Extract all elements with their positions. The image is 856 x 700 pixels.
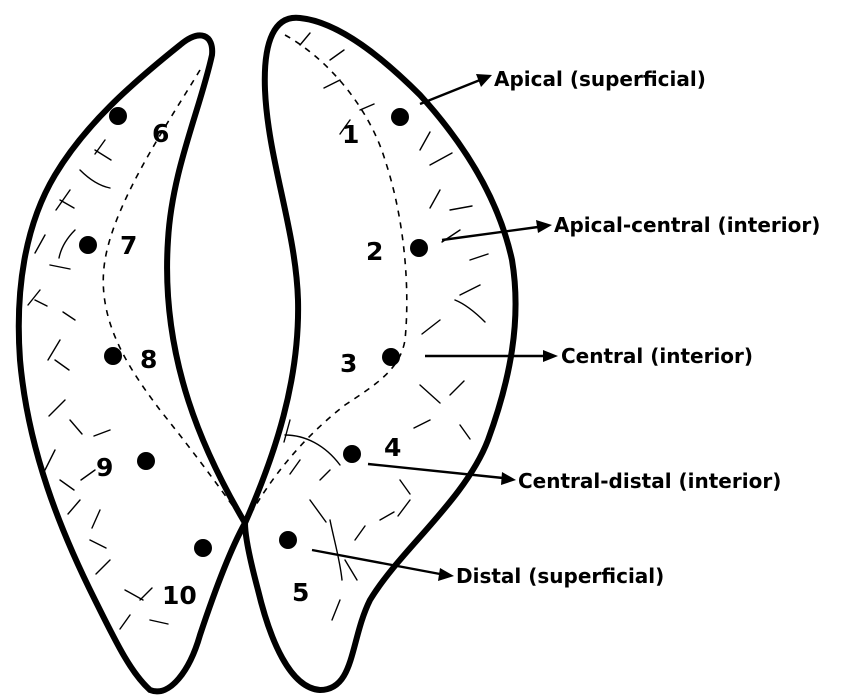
sample-point-7: 7 [79, 231, 137, 260]
arrow-apical [420, 80, 480, 104]
left-lobe-outline [19, 35, 245, 691]
callout-apical: Apical (superficial) [420, 67, 706, 104]
sample-dot-5 [279, 531, 297, 549]
sample-point-2: 2 [366, 237, 428, 266]
sample-number-9: 9 [96, 453, 113, 482]
sample-point-4: 4 [343, 433, 401, 463]
callout-distal: Distal (superficial) [312, 550, 664, 588]
sample-point-9: 9 [96, 452, 155, 482]
sample-dot-1 [391, 108, 409, 126]
sample-number-6: 6 [152, 119, 169, 148]
sample-dot-8 [104, 347, 122, 365]
right-lobe [245, 18, 516, 690]
sample-point-5: 5 [279, 531, 309, 607]
left-lobe-midrib [103, 70, 245, 523]
label-central: Central (interior) [561, 344, 753, 368]
sample-points: 1 2 3 4 5 6 7 8 [79, 107, 428, 610]
sample-number-10: 10 [162, 581, 197, 610]
label-central-distal: Central-distal (interior) [518, 469, 781, 493]
sample-point-6: 6 [109, 107, 169, 148]
sample-dot-3 [382, 348, 400, 366]
arrow-apical-central [442, 227, 538, 240]
right-lobe-outline [245, 18, 516, 690]
sample-dot-4 [343, 445, 361, 463]
sample-number-8: 8 [140, 345, 157, 374]
sample-dot-7 [79, 236, 97, 254]
arrowhead-apical-central [536, 220, 552, 233]
sample-number-1: 1 [342, 120, 359, 149]
right-lobe-veins [284, 33, 488, 620]
sample-dot-9 [137, 452, 155, 470]
sample-number-5: 5 [292, 578, 309, 607]
arrowhead-central-distal [501, 472, 516, 485]
sample-number-7: 7 [120, 231, 137, 260]
left-lobe [19, 35, 245, 691]
sample-point-10: 10 [162, 539, 212, 610]
sample-dot-2 [410, 239, 428, 257]
arrowhead-central [543, 350, 558, 362]
callout-central: Central (interior) [425, 344, 753, 368]
sample-point-1: 1 [342, 108, 409, 149]
sample-point-3: 3 [340, 348, 400, 378]
arrowhead-distal [438, 568, 454, 581]
callouts: Apical (superficial) Apical-central (int… [312, 67, 820, 588]
sample-number-3: 3 [340, 349, 357, 378]
sample-dot-10 [194, 539, 212, 557]
callout-central-distal: Central-distal (interior) [368, 464, 781, 493]
arrow-central-distal [368, 464, 503, 478]
sample-dot-6 [109, 107, 127, 125]
left-lobe-veins [28, 140, 168, 629]
sample-number-2: 2 [366, 237, 383, 266]
label-apical-central: Apical-central (interior) [554, 213, 820, 237]
sample-number-4: 4 [384, 433, 401, 462]
label-apical: Apical (superficial) [494, 67, 706, 91]
arrow-distal [312, 550, 440, 574]
label-distal: Distal (superficial) [456, 564, 664, 588]
sample-point-8: 8 [104, 345, 157, 374]
